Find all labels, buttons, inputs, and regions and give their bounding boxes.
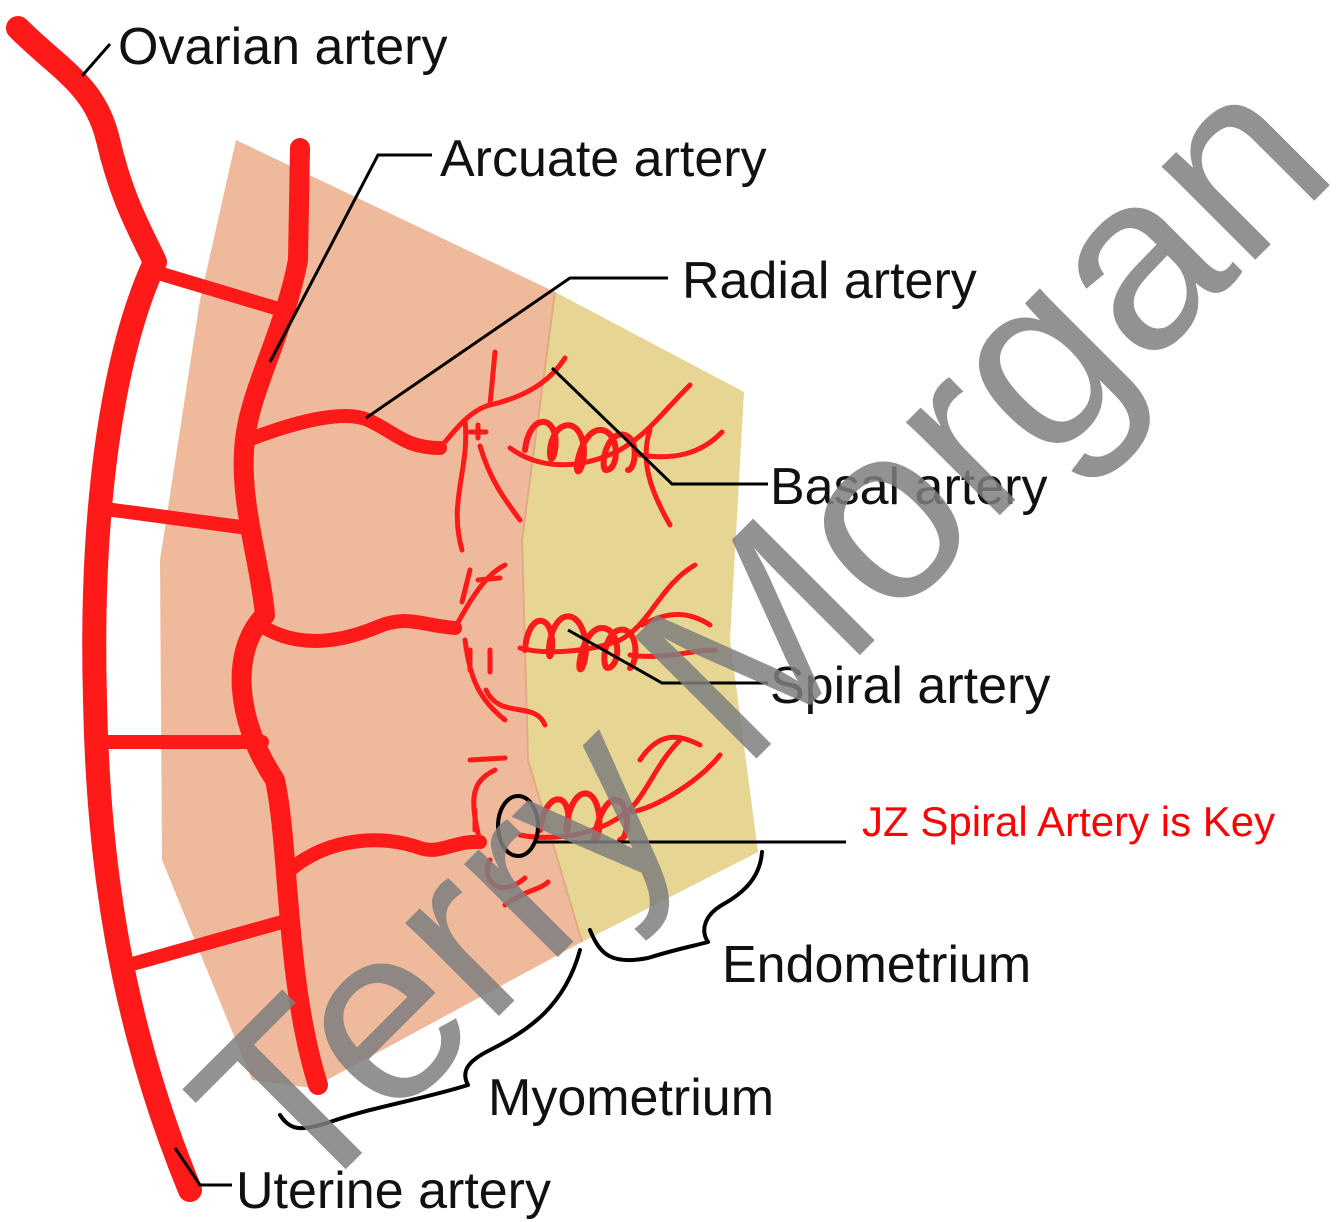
label-myometrium: Myometrium — [488, 1069, 774, 1127]
label-ovarian-artery: Ovarian artery — [118, 18, 447, 76]
label-endometrium: Endometrium — [722, 936, 1031, 994]
label-jz-spiral-artery: JZ Spiral Artery is Key — [862, 798, 1275, 845]
label-arcuate-artery: Arcuate artery — [440, 130, 767, 188]
